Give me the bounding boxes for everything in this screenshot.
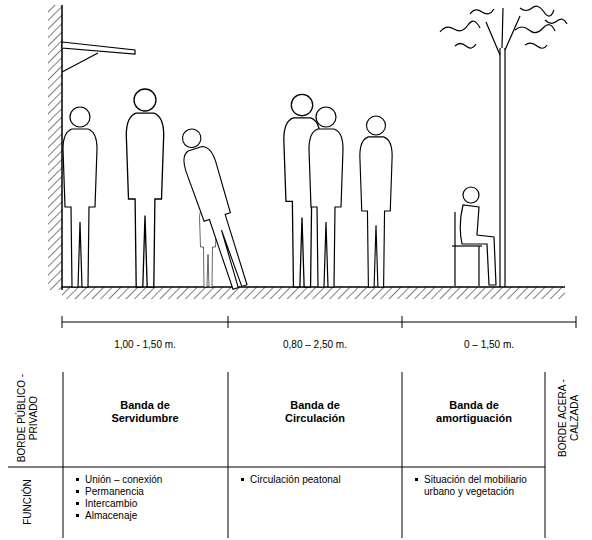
- dimension-label: 0 – 1,50 m.: [434, 339, 544, 351]
- function-item: Situación del mobiliario urbano y vegeta…: [424, 474, 536, 498]
- bending-figure: [174, 125, 255, 292]
- person-figure: [360, 116, 392, 287]
- seated-figure: [452, 187, 496, 286]
- band-heading: Banda de Circulación: [265, 399, 365, 425]
- function-item: Permanencia: [85, 486, 215, 498]
- dimension-label: 0,80 – 2,50 m.: [260, 339, 370, 351]
- person-figure: [309, 107, 343, 287]
- dimension-line: [62, 316, 576, 328]
- ground-hatch: [62, 287, 565, 299]
- edge-label: BORDE PÚBLICO - PRIVADO: [16, 372, 40, 464]
- wall-hatch: [48, 5, 62, 290]
- function-item: Unión – conexión: [85, 474, 215, 486]
- row-heading: FUNCIÓN: [22, 470, 34, 534]
- person-figure: [63, 107, 97, 287]
- edge-label: BORDE ACERA - CALZADA: [557, 372, 581, 464]
- awning: [62, 42, 135, 54]
- person-figure: [126, 89, 163, 287]
- band-heading: Banda de Servidumbre: [95, 399, 195, 425]
- function-item: Intercambio: [85, 498, 215, 510]
- tree: [440, 6, 567, 287]
- band-heading: Banda de amortiguación: [424, 399, 524, 425]
- function-item: Circulación peatonal: [250, 474, 390, 486]
- dimension-label: 1,00 - 1,50 m.: [90, 339, 200, 351]
- function-item: Almacenaje: [85, 510, 215, 522]
- table-grid: [8, 372, 545, 538]
- awning-bracket: [62, 53, 98, 72]
